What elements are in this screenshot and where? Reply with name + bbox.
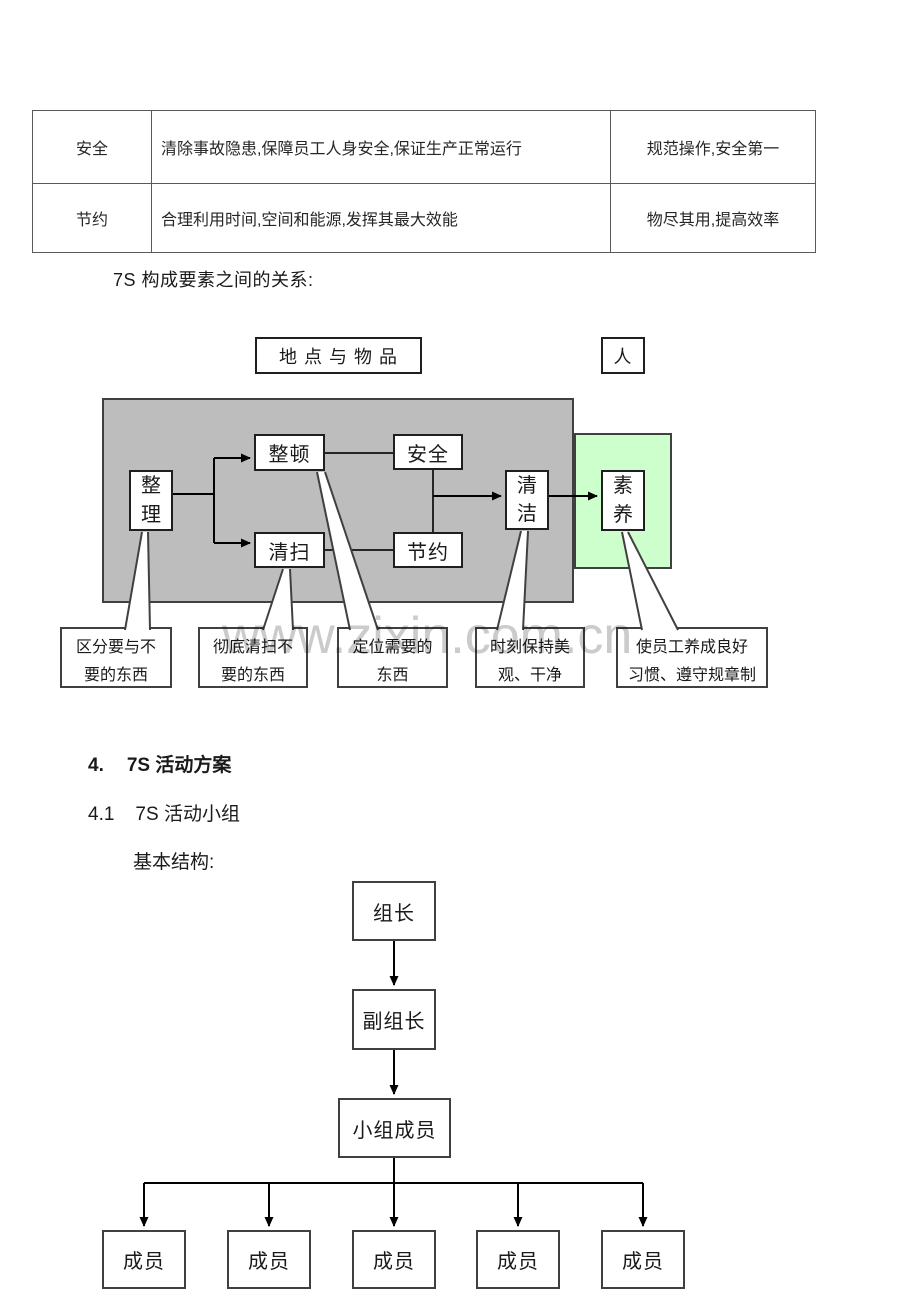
org-box-member: 成员 [227, 1230, 311, 1289]
watermark-text: www.zixin.com.cn [222, 607, 633, 665]
place-and-items-box: 地 点 与 物 品 [255, 337, 422, 374]
table-cell-slogan: 物尽其用,提高效率 [610, 183, 816, 253]
table-cell-term: 安全 [32, 110, 152, 184]
heading-4-number: 4. [88, 755, 104, 776]
org-box-member: 成员 [352, 1230, 436, 1289]
heading-4: 4. 7S 活动方案 [88, 750, 231, 777]
heading-4-1-title: 7S 活动小组 [135, 804, 240, 825]
table-row: 安全 清除事故隐患,保障员工人身安全,保证生产正常运行 规范操作,安全第一 [32, 110, 816, 184]
org-box-member: 成员 [102, 1230, 186, 1289]
org-box-team-members: 小组成员 [338, 1098, 451, 1158]
node-shitsuke: 素养 [601, 470, 645, 531]
callout-seiton: 定位需要的 东西 [337, 627, 448, 688]
org-box-deputy-leader: 副组长 [352, 989, 436, 1050]
callout-seiri: 区分要与不 要的东西 [60, 627, 172, 688]
basic-structure-label: 基本结构: [133, 852, 215, 873]
seven-s-table: 安全 清除事故隐患,保障员工人身安全,保证生产正常运行 规范操作,安全第一 节约… [32, 110, 816, 253]
node-seiri: 整理 [129, 470, 173, 531]
callout-seiso: 彻底清扫不 要的东西 [198, 627, 308, 688]
heading-4-title: 7S 活动方案 [126, 755, 232, 776]
org-box-member: 成员 [476, 1230, 560, 1289]
node-seiton: 整顿 [254, 434, 325, 471]
table-cell-description: 合理利用时间,空间和能源,发挥其最大效能 [151, 183, 611, 253]
org-box-leader: 组长 [352, 881, 436, 941]
node-safety: 安全 [393, 434, 463, 470]
heading-4-1: 4.1 7S 活动小组 [88, 799, 240, 826]
heading-4-1-number: 4.1 [88, 804, 115, 825]
callout-shitsuke: 使员工养成良好 习惯、遵守规章制 [616, 627, 768, 688]
relationship-caption: 7S 构成要素之间的关系: [113, 270, 314, 290]
table-row: 节约 合理利用时间,空间和能源,发挥其最大效能 物尽其用,提高效率 [32, 183, 816, 253]
node-saving: 节约 [393, 532, 463, 568]
node-seiso: 清扫 [254, 532, 325, 568]
table-cell-term: 节约 [32, 183, 152, 253]
org-box-member: 成员 [601, 1230, 685, 1289]
node-seiketsu: 清洁 [505, 470, 549, 530]
callout-seiketsu: 时刻保持美 观、干净 [475, 627, 585, 688]
table-cell-slogan: 规范操作,安全第一 [610, 110, 816, 184]
person-box: 人 [601, 337, 645, 374]
table-cell-description: 清除事故隐患,保障员工人身安全,保证生产正常运行 [151, 110, 611, 184]
